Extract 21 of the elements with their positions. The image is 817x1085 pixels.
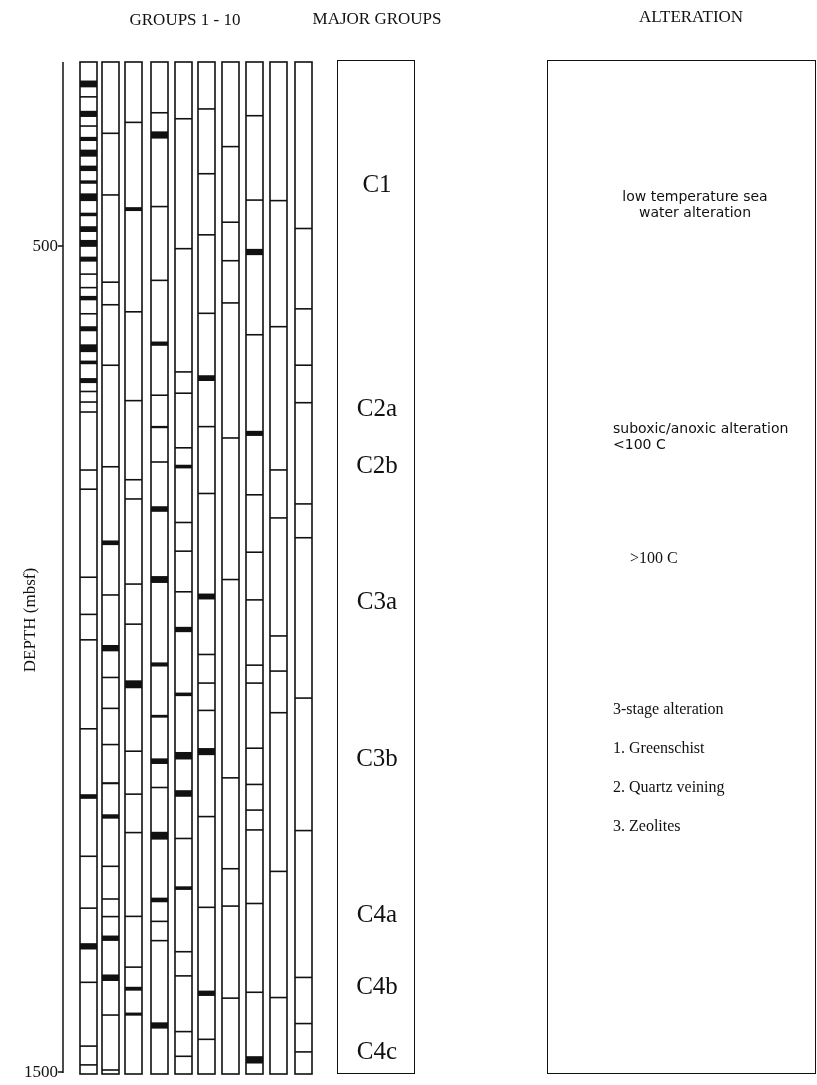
group-label: C4b <box>356 971 398 1001</box>
group-label: C4a <box>356 899 398 929</box>
alteration-note: 3. Zeolites <box>613 816 681 836</box>
alteration-note: 3-stage alteration <box>613 699 724 719</box>
group-label: C3b <box>356 743 398 773</box>
column-heading: MAJOR GROUPS <box>312 9 442 29</box>
column-heading: GROUPS 1 - 10 <box>129 10 241 30</box>
group-label: C4c <box>356 1036 398 1066</box>
depth-tick-label: 500 <box>32 236 58 256</box>
column-heading: ALTERATION <box>638 7 744 27</box>
alteration-note: low temperature sea water alteration <box>621 187 769 221</box>
alteration-note: >100 C <box>630 548 678 568</box>
alteration-note: 2. Quartz veining <box>613 777 725 797</box>
group-label: C3a <box>356 586 398 616</box>
group-label: C1 <box>362 169 392 199</box>
alteration-note: 1. Greenschist <box>613 738 705 758</box>
depth-tick-label: 1500 <box>24 1062 58 1082</box>
group-label: C2b <box>356 450 398 480</box>
group-label: C2a <box>356 393 398 423</box>
axis-title: DEPTH (mbsf) <box>20 567 40 673</box>
alteration-note: suboxic/anoxic alteration <100 C <box>613 419 790 453</box>
